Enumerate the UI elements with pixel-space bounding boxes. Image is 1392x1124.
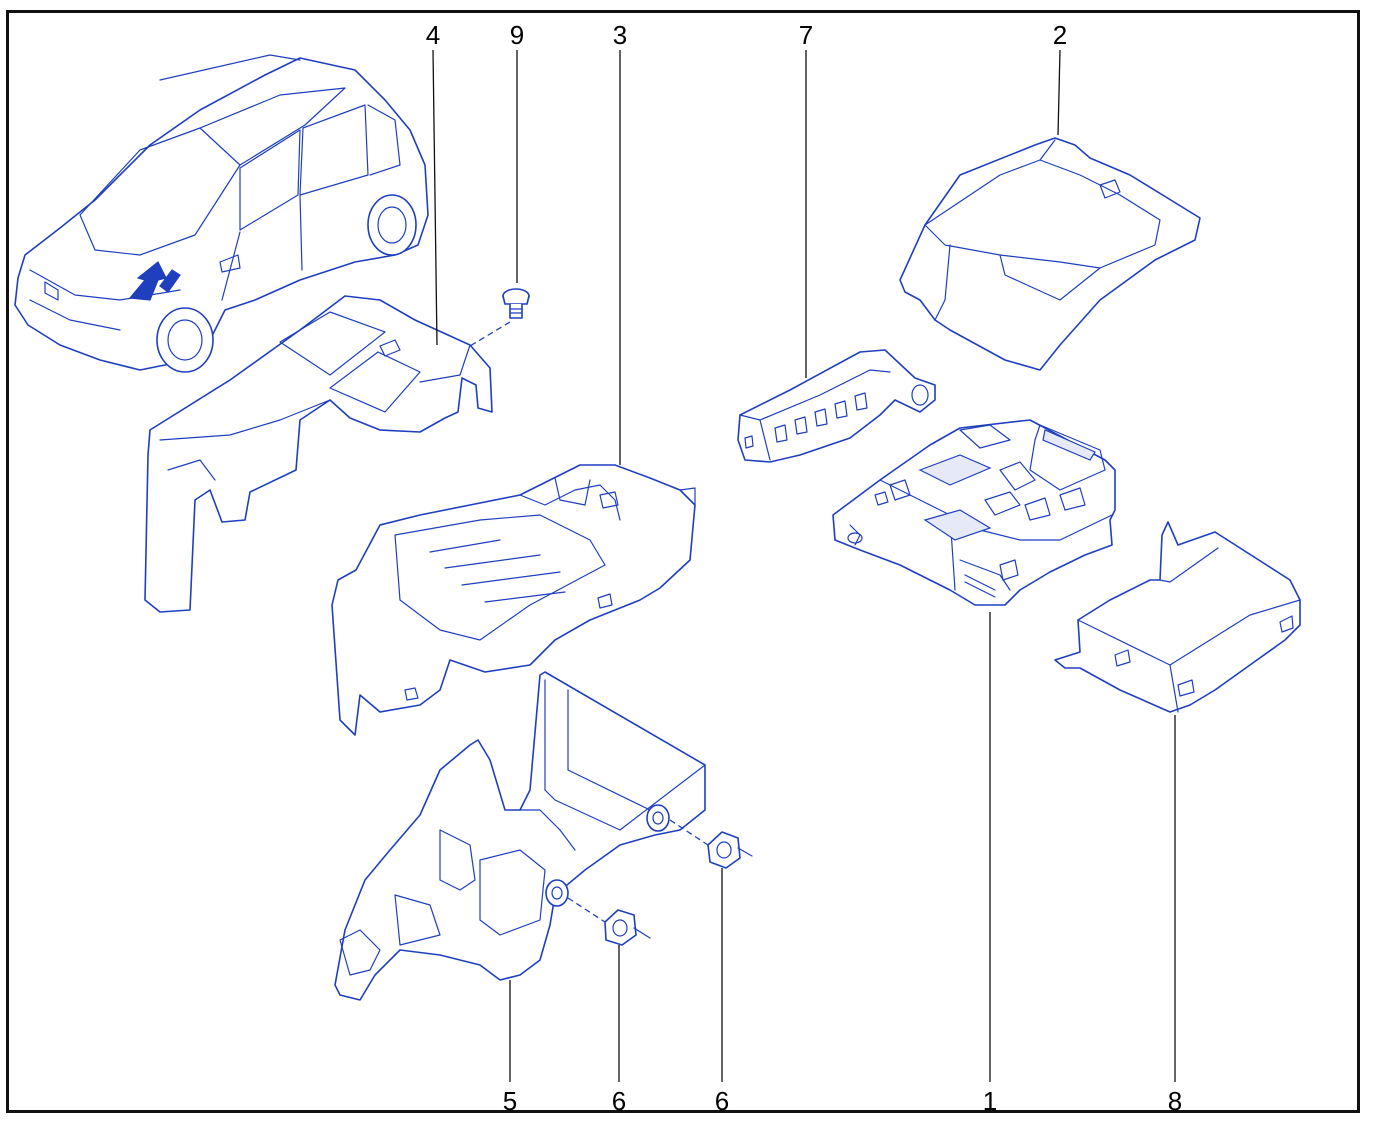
part-2-lid <box>899 137 1201 371</box>
part-3-housing <box>331 464 696 736</box>
vehicle-locator <box>14 54 429 373</box>
callout-2: 2 <box>1053 20 1067 50</box>
part-1-fuse-box <box>832 419 1116 606</box>
leader-lines <box>432 49 1176 1082</box>
callout-6-right: 6 <box>715 1086 729 1116</box>
part-7-connector <box>737 349 936 463</box>
callout-numbers: 4 9 3 7 2 5 6 6 1 8 <box>426 20 1182 1116</box>
part-4-cover <box>144 295 493 613</box>
callout-6-left: 6 <box>612 1086 626 1116</box>
part-9-screw <box>502 288 530 319</box>
part-5-bracket <box>334 671 706 1001</box>
callout-3: 3 <box>613 20 627 50</box>
callout-7: 7 <box>799 20 813 50</box>
location-arrow-icon <box>128 261 167 301</box>
part-6-nut-right <box>707 831 753 869</box>
part-8-module <box>1054 521 1301 713</box>
callout-8: 8 <box>1168 1086 1182 1116</box>
callout-4: 4 <box>426 20 440 50</box>
callout-5: 5 <box>503 1086 517 1116</box>
part-6-nut-left <box>604 909 651 946</box>
callout-1: 1 <box>983 1086 997 1116</box>
callout-9: 9 <box>510 20 524 50</box>
